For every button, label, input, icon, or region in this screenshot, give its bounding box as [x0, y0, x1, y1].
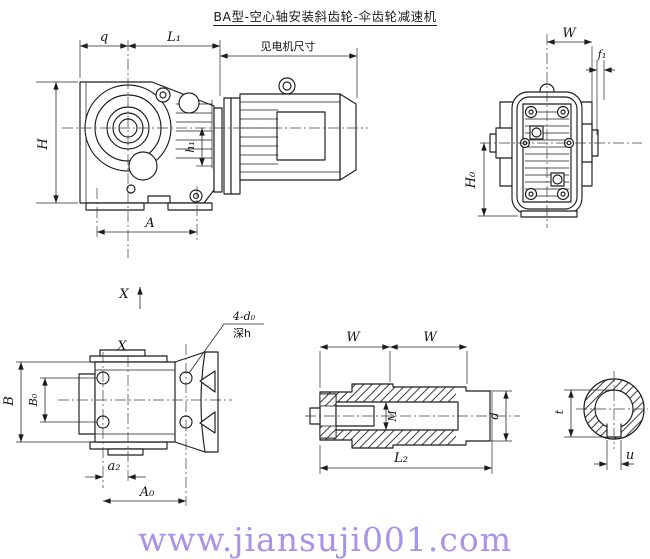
- dim-label-t: t: [553, 409, 566, 414]
- side-view-housing-details: [126, 87, 203, 203]
- dim-label-W-right: W: [423, 330, 438, 345]
- hollow-shaft-section-view: W W M d L₂: [305, 330, 520, 474]
- end-view-dimensions: W f₁ H₀: [464, 26, 615, 217]
- dim-label-u: u: [626, 448, 634, 463]
- dim-label-a2: a₂: [108, 459, 121, 474]
- dim-label-M: M: [386, 410, 399, 423]
- dim-label-L2: L₂: [393, 451, 408, 466]
- end-view: W f₁ H₀: [464, 26, 642, 228]
- end-view-centerlines: [480, 34, 642, 228]
- drawing-title-text: BA型-空心轴安装斜齿轮-伞齿轮减速机: [213, 9, 437, 26]
- dim-label-L1: L₁: [166, 30, 181, 45]
- bore-section-centerlines: [576, 371, 648, 449]
- motor-dimension-note: 见电机尺寸: [261, 39, 316, 53]
- dim-label-q: q: [100, 30, 108, 45]
- dim-label-B0: B₀: [27, 393, 40, 407]
- side-view-input-flange: [213, 97, 241, 195]
- view-direction-label: X: [118, 287, 129, 302]
- dim-label-B: B: [2, 396, 17, 407]
- dim-label-W-left: W: [346, 330, 361, 345]
- top-view-dimensions: B B₀ a₂ A₀: [2, 361, 186, 504]
- hole-count-note: 4-d₀: [232, 310, 256, 323]
- top-view-body: [78, 349, 219, 456]
- shaft-section-outline: [319, 383, 491, 449]
- top-view-hole-note: 4-d₀ 深h: [188, 310, 264, 374]
- side-view: q L₁ 见电机尺寸 H A h₁: [36, 30, 368, 258]
- dim-label-f1: f₁: [597, 48, 606, 61]
- dim-label-A0: A₀: [139, 485, 155, 500]
- end-view-bolts-and-plugs: [519, 105, 575, 201]
- dim-label-h1: h₁: [184, 141, 197, 153]
- dim-label-H: H: [36, 138, 51, 151]
- shaft-section-dimensions: W W M d L₂: [319, 330, 512, 474]
- dim-label-W-end: W: [562, 26, 577, 41]
- end-view-housing: [489, 83, 599, 218]
- top-view: X X: [2, 287, 264, 506]
- dim-label-A: A: [144, 216, 154, 231]
- site-watermark: www.jiansuji001.com: [137, 520, 513, 559]
- side-view-motor: [239, 77, 357, 181]
- top-view-centerlines: [58, 344, 232, 506]
- drawing-title: BA型-空心轴安装斜齿轮-伞齿轮减速机: [0, 6, 650, 26]
- hole-depth-note: 深h: [233, 327, 251, 340]
- dim-label-H0: H₀: [464, 171, 479, 189]
- dim-label-d: d: [488, 412, 501, 419]
- top-view-title: X: [116, 339, 127, 354]
- bore-section-dimensions: t u: [553, 389, 634, 470]
- view-direction-indicator: X: [118, 287, 143, 309]
- side-view-dimensions: q L₁ 见电机尺寸 H A h₁: [36, 30, 358, 235]
- shaft-bore-section-view: t u: [553, 371, 648, 470]
